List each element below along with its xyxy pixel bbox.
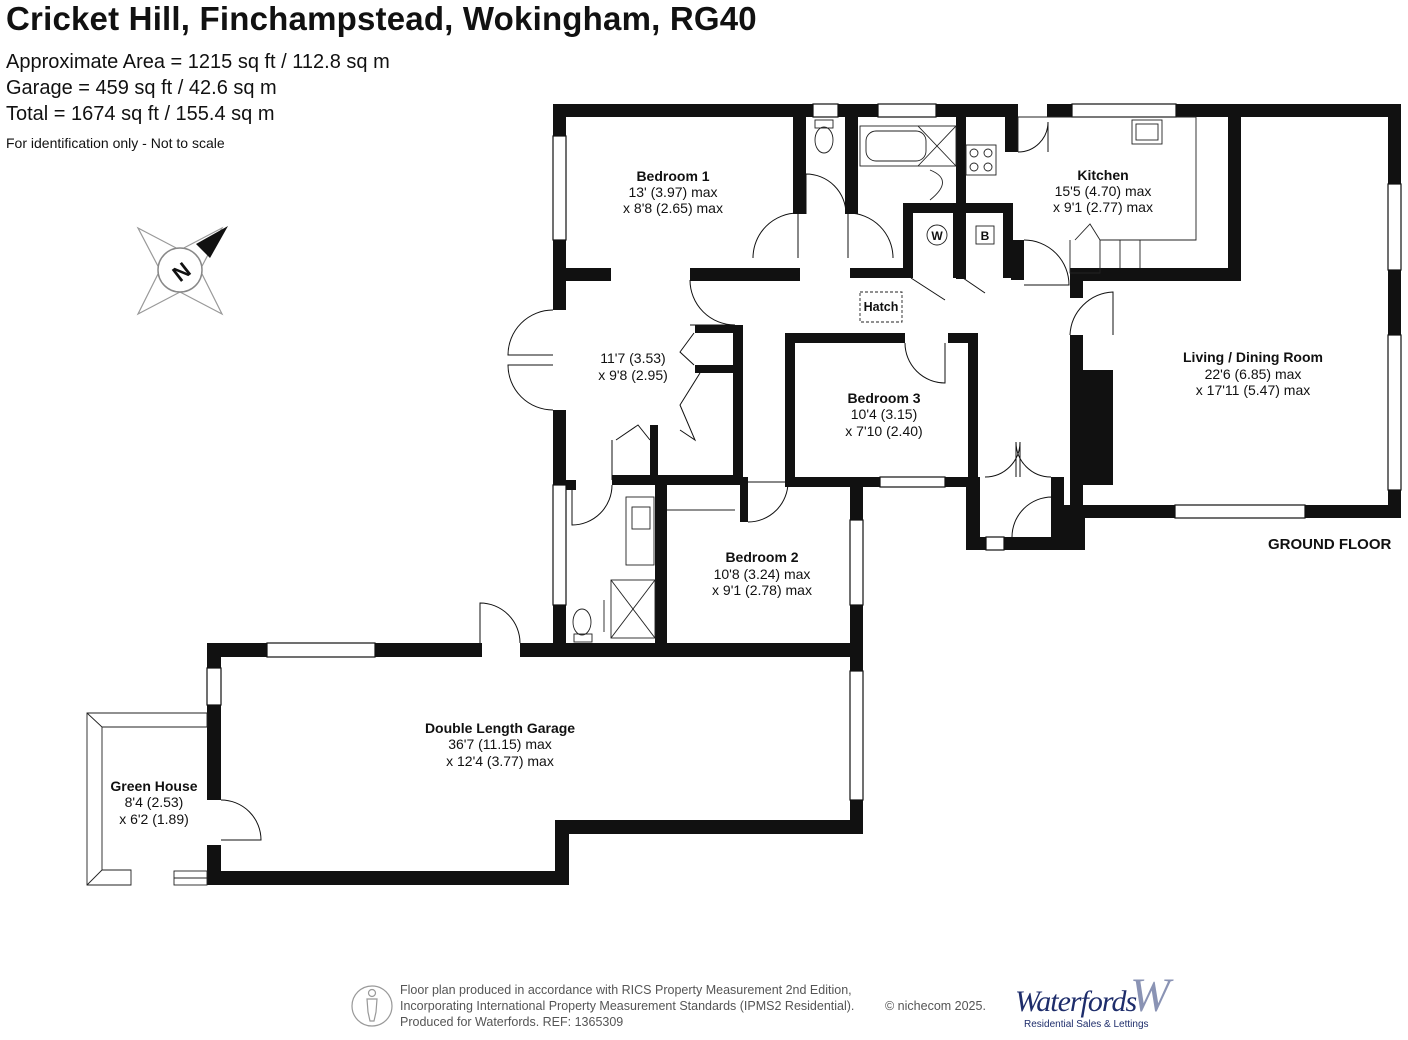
greenhouse-name: Green House [110, 778, 197, 794]
living-dim2: x 17'11 (5.47) max [1196, 382, 1310, 398]
cupboard-b-label: B [981, 229, 990, 243]
page-title: Cricket Hill, Finchampstead, Wokingham, … [6, 0, 757, 37]
fixtures [86, 116, 1197, 886]
bedroom1-dim2: x 8'8 (2.65) max [623, 200, 723, 216]
greenhouse-dim1: 8'4 (2.53) [125, 794, 184, 810]
hatch-label: Hatch [864, 300, 899, 314]
living-dim1: 22'6 (6.85) max [1205, 366, 1302, 382]
north-compass-icon: N [136, 226, 228, 316]
bedroom2-dim1: 10'8 (3.24) max [714, 566, 811, 582]
bedroom2-name: Bedroom 2 [725, 549, 798, 565]
copyright-text: © nichecom 2025. [885, 999, 986, 1013]
measurement-person-icon [351, 985, 393, 1027]
hall-dim2: x 9'8 (2.95) [598, 367, 668, 383]
cupboard-w-label: W [931, 229, 943, 243]
total-area-text: Total = 1674 sq ft / 155.4 sq m [6, 103, 275, 125]
garage-area-text: Garage = 459 sq ft / 42.6 sq m [6, 77, 277, 99]
kitchen-name: Kitchen [1077, 167, 1128, 183]
floor-label: GROUND FLOOR [1268, 536, 1392, 553]
door-swings [220, 121, 1114, 841]
garage-dim1: 36'7 (11.15) max [448, 736, 552, 752]
living-name: Living / Dining Room [1183, 349, 1323, 365]
windows [206, 103, 1402, 801]
bedroom1-name: Bedroom 1 [636, 168, 709, 184]
bedroom3-dim2: x 7'10 (2.40) [845, 423, 922, 439]
garage-dim2: x 12'4 (3.77) max [446, 753, 554, 769]
greenhouse-dim2: x 6'2 (1.89) [119, 811, 189, 827]
kitchen-dim2: x 9'1 (2.77) max [1053, 199, 1153, 215]
approx-area-text: Approximate Area = 1215 sq ft / 112.8 sq… [6, 51, 390, 73]
footer-line-2: Incorporating International Property Mea… [400, 999, 855, 1013]
footer-line-1: Floor plan produced in accordance with R… [400, 983, 852, 997]
brand-logo: Waterfords [1015, 985, 1137, 1018]
kitchen-dim1: 15'5 (4.70) max [1055, 183, 1152, 199]
bedroom3-name: Bedroom 3 [847, 390, 920, 406]
room-labels: Bedroom 1 13' (3.97) max x 8'8 (2.65) ma… [110, 167, 1323, 827]
hall-dim1: 11'7 (3.53) [600, 350, 665, 366]
garage-name: Double Length Garage [425, 720, 575, 736]
bedroom2-dim2: x 9'1 (2.78) max [712, 582, 812, 598]
brand-tagline: Residential Sales & Lettings [1024, 1019, 1149, 1030]
walls [207, 104, 1401, 885]
scale-disclaimer: For identification only - Not to scale [6, 135, 225, 151]
bedroom3-dim1: 10'4 (3.15) [851, 406, 918, 422]
footer-line-3: Produced for Waterfords. REF: 1365309 [400, 1015, 624, 1029]
brand-mark-logo: W [1130, 969, 1170, 1022]
bedroom1-dim1: 13' (3.97) max [628, 184, 717, 200]
